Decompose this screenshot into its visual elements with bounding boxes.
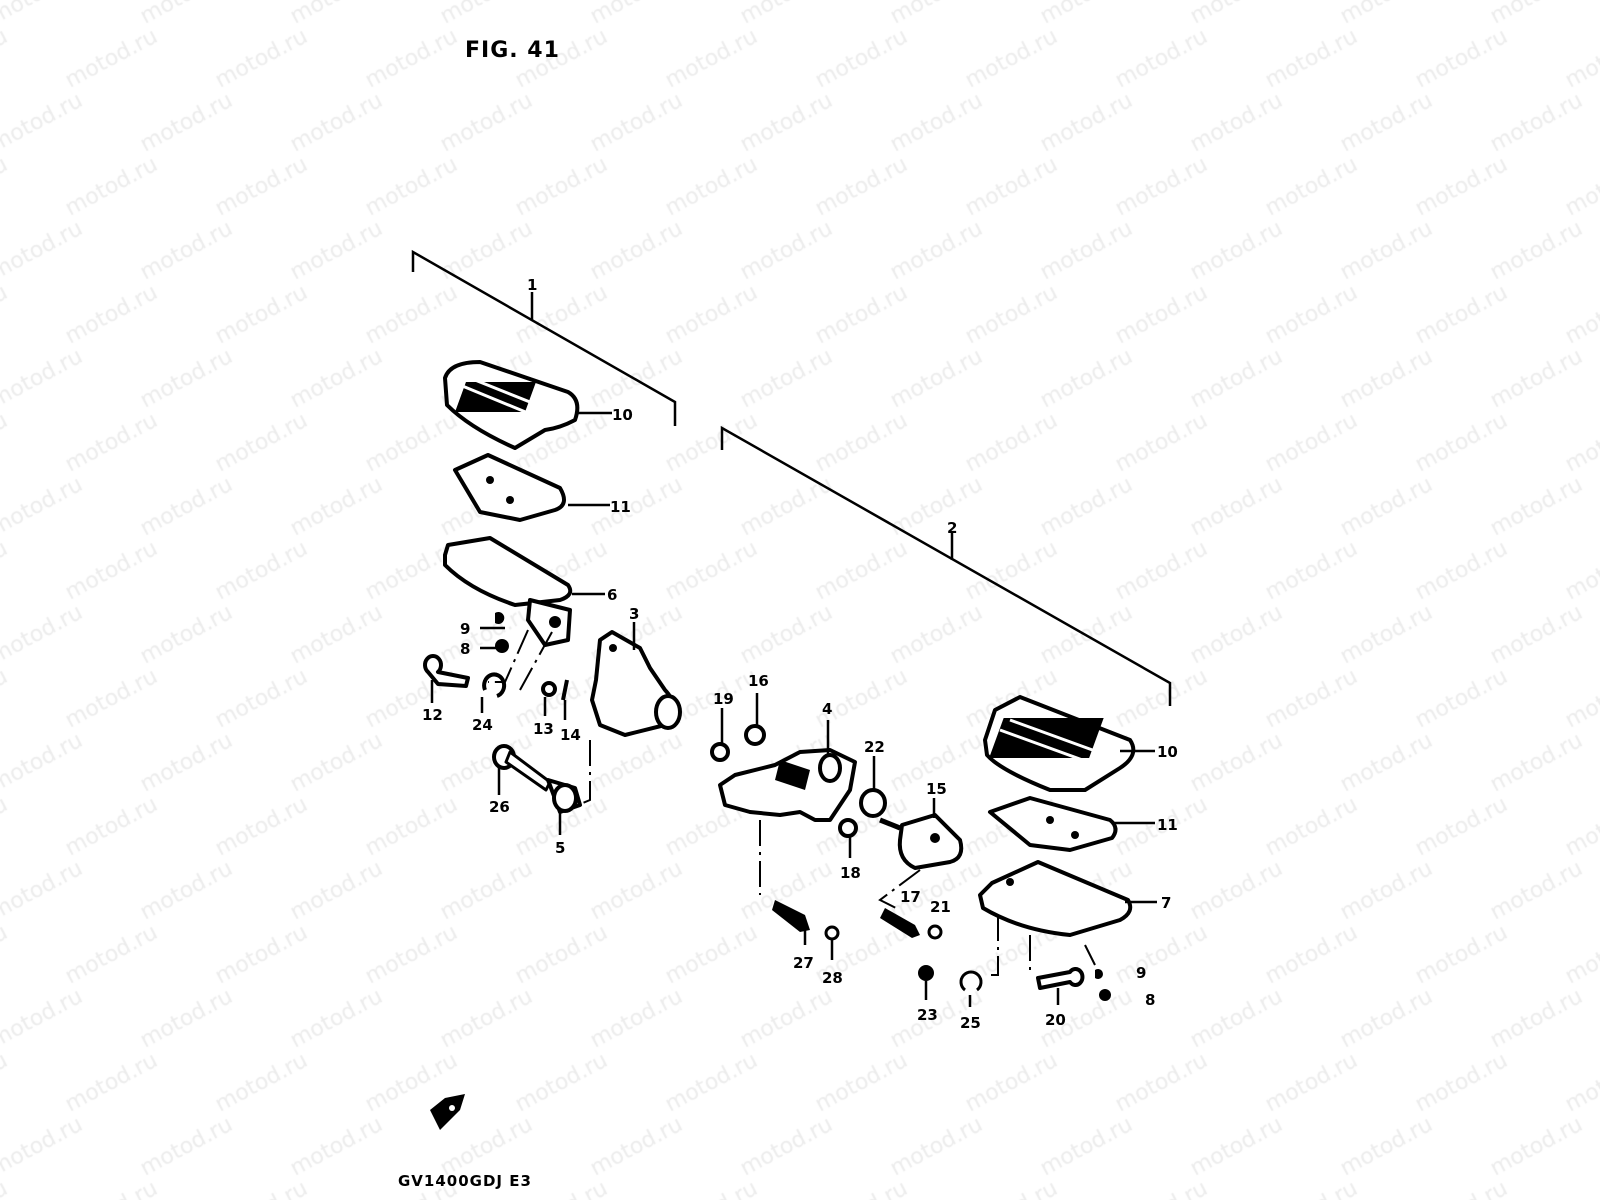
bolt-17 <box>880 908 920 938</box>
washer-8-right <box>1099 989 1111 1001</box>
callout-19: 19 <box>713 690 734 708</box>
callout-7: 7 <box>1161 894 1171 912</box>
spring-24 <box>482 672 507 698</box>
callout-13: 13 <box>533 720 554 738</box>
washer-8-left <box>495 639 509 653</box>
washer-28 <box>824 925 840 941</box>
pin-20 <box>1036 967 1085 990</box>
footboard-plate-right <box>988 796 1118 852</box>
callout-6: 6 <box>607 586 617 604</box>
callout-1: 1 <box>527 276 537 294</box>
bracket-assembly-2 <box>720 425 1172 706</box>
callout-21: 21 <box>930 898 951 916</box>
bushing-22 <box>859 788 887 818</box>
pin-9-left <box>495 612 505 624</box>
footboard-rubber-left <box>443 360 580 450</box>
callout-27: 27 <box>793 954 814 972</box>
callout-14: 14 <box>560 726 581 744</box>
footboard-left <box>443 536 573 607</box>
callout-11-right: 11 <box>1157 816 1178 834</box>
callout-2: 2 <box>947 519 957 537</box>
callout-17: 17 <box>900 888 921 906</box>
leader-lines <box>430 411 1157 1007</box>
footboard-right <box>978 860 1133 937</box>
callout-5: 5 <box>555 839 565 857</box>
footboard-plate-left <box>453 453 566 522</box>
bolt-26 <box>492 744 552 792</box>
mounting-plate-icon <box>430 1094 465 1130</box>
washer-21 <box>927 924 943 940</box>
pin-14 <box>561 679 569 701</box>
callout-10-right: 10 <box>1157 743 1178 761</box>
callout-10-left: 10 <box>612 406 633 424</box>
callout-8-left: 8 <box>460 640 470 658</box>
callout-8-right: 8 <box>1145 991 1155 1009</box>
footboard-rubber-right <box>983 695 1136 792</box>
pin-12 <box>423 653 470 688</box>
callout-28: 28 <box>822 969 843 987</box>
figure-title: FIG. 41 <box>465 38 560 63</box>
washer-16 <box>744 724 766 746</box>
callout-24: 24 <box>472 716 493 734</box>
bolt-27 <box>772 900 810 932</box>
callout-12: 12 <box>422 706 443 724</box>
bracket-15 <box>897 813 964 870</box>
callout-3: 3 <box>629 605 639 623</box>
pin-9-right <box>1095 969 1103 979</box>
callout-11-left: 11 <box>610 498 631 516</box>
callout-20: 20 <box>1045 1011 1066 1029</box>
callout-4: 4 <box>822 700 832 718</box>
nut-19 <box>710 742 730 762</box>
callout-26: 26 <box>489 798 510 816</box>
callout-16: 16 <box>748 672 769 690</box>
spring-25 <box>959 970 983 992</box>
callout-15: 15 <box>926 780 947 798</box>
callout-23: 23 <box>917 1006 938 1024</box>
callout-9-left: 9 <box>460 620 470 638</box>
model-code: GV1400GDJ E3 <box>398 1172 532 1190</box>
bracket-assembly-1 <box>411 249 677 426</box>
callout-22: 22 <box>864 738 885 756</box>
callout-18: 18 <box>840 864 861 882</box>
bushing-5 <box>546 778 582 814</box>
callout-25: 25 <box>960 1014 981 1032</box>
collar-18 <box>838 818 858 838</box>
washer-13 <box>541 681 557 697</box>
callout-9-right: 9 <box>1136 964 1146 982</box>
nut-23 <box>918 965 934 981</box>
